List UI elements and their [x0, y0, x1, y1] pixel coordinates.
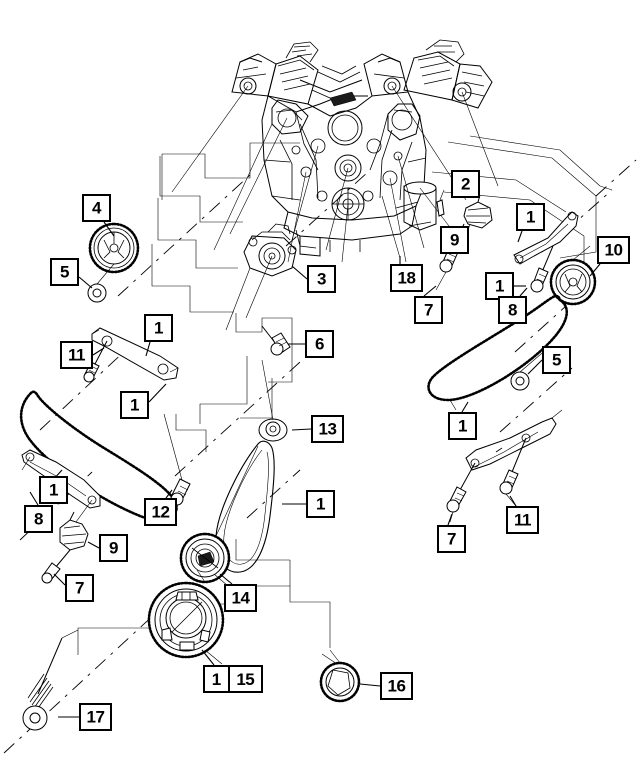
engine-leader-lines — [171, 85, 499, 331]
callout-number: 13 — [318, 419, 337, 438]
callout-number: 1 — [130, 395, 139, 414]
callout-6[interactable]: 6 — [305, 330, 334, 358]
part-13-idler — [258, 359, 288, 442]
callout-7-center[interactable]: 7 — [414, 296, 443, 324]
callout-number-secondary: 15 — [227, 667, 261, 691]
part-14-sprocket — [179, 445, 259, 587]
callout-number: 9 — [109, 538, 118, 557]
callout-11-right[interactable]: 11 — [506, 506, 539, 534]
callout-number: 11 — [514, 510, 531, 529]
callout-8-right[interactable]: 8 — [498, 296, 527, 324]
callout-number: 9 — [450, 230, 459, 249]
callout-18[interactable]: 18 — [390, 264, 423, 292]
callout-number: 8 — [34, 509, 43, 528]
callout-16[interactable]: 16 — [380, 672, 413, 700]
part-6-bolt — [261, 325, 291, 356]
callout-1-left-upper-guide[interactable]: 1 — [144, 314, 173, 342]
part-15-crankshaft-sprocket — [147, 569, 225, 665]
callout-17[interactable]: 17 — [79, 703, 112, 731]
callout-number: 4 — [92, 198, 101, 217]
callout-number: 1 — [154, 318, 163, 337]
part-16-crankshaft-seal — [319, 649, 361, 703]
callout-1-center-chain[interactable]: 1 — [306, 490, 335, 518]
part-4-camshaft-sprocket — [88, 222, 140, 274]
callout-number: 12 — [151, 502, 170, 521]
callout-1-right-upper[interactable]: 1 — [516, 203, 545, 231]
callout-number-primary: 1 — [211, 669, 221, 689]
callout-10[interactable]: 10 — [597, 236, 630, 264]
callout-number: 14 — [231, 588, 250, 607]
callout-number: 17 — [86, 707, 105, 726]
part-1-timing-chain-center — [215, 440, 275, 573]
part-5-washer-left — [87, 263, 115, 303]
callout-number: 18 — [397, 268, 416, 287]
callout-number: 7 — [75, 578, 84, 597]
callout-1-left-tensioner-arm[interactable]: 1 — [39, 476, 68, 504]
callout-number: 1 — [495, 276, 504, 295]
callout-number: 5 — [60, 262, 69, 281]
callout-8-left[interactable]: 8 — [24, 505, 53, 533]
part-1-chain-guide-left-upper — [91, 327, 179, 381]
part-11-bolt-left — [83, 340, 108, 383]
callout-number: 6 — [315, 334, 324, 353]
callout-number: 2 — [461, 174, 470, 193]
callout-9-right[interactable]: 9 — [440, 226, 469, 254]
callout-number: 1 — [316, 494, 325, 513]
callout-number: 11 — [68, 345, 85, 364]
part-10-camshaft-sprocket-right — [549, 245, 597, 306]
part-1-timing-chain-right — [427, 294, 569, 411]
callout-11-left[interactable]: 11 — [60, 341, 93, 369]
callout-1-15-combined[interactable]: 1 15 — [203, 665, 263, 693]
callout-number: 10 — [604, 240, 623, 259]
callout-5-right[interactable]: 5 — [542, 346, 571, 374]
part-5-washer-right — [510, 347, 549, 391]
callout-7-right[interactable]: 7 — [437, 525, 466, 553]
callout-number: 7 — [424, 300, 433, 319]
callout-number: 7 — [447, 529, 456, 548]
callout-number: 1 — [49, 480, 58, 499]
part-9-tensioner-left — [59, 499, 93, 551]
callout-number: 16 — [387, 676, 406, 695]
callout-5-left[interactable]: 5 — [50, 258, 79, 286]
part-18-leader — [381, 195, 401, 259]
callout-number: 5 — [552, 350, 561, 369]
part-7-bolt-right — [446, 462, 476, 523]
callout-4[interactable]: 4 — [82, 194, 111, 222]
part-8-pointer-left — [21, 456, 31, 471]
callout-number: 3 — [317, 269, 326, 288]
callout-9-left[interactable]: 9 — [99, 534, 128, 562]
part-17-long-bolt — [22, 629, 79, 731]
callout-14[interactable]: 14 — [224, 584, 257, 612]
part-8-bolt-right — [530, 245, 554, 293]
part-1-tensioner-arm-right-upper — [513, 211, 579, 265]
callout-number: 8 — [508, 300, 517, 319]
part-7-bolt-left — [41, 549, 71, 584]
part-1-chain-guide-right-lower — [465, 409, 563, 471]
callout-2[interactable]: 2 — [451, 170, 480, 198]
callout-1-left-guide-lower[interactable]: 1 — [120, 391, 149, 419]
part-2-bolt-small — [436, 189, 445, 217]
callout-3[interactable]: 3 — [307, 265, 336, 293]
part-11-bolt-right — [499, 437, 527, 507]
callout-number: 1 — [458, 416, 467, 435]
callout-12[interactable]: 12 — [144, 498, 177, 526]
callout-7-left[interactable]: 7 — [65, 574, 94, 602]
callout-number: 1 — [526, 207, 535, 226]
callout-1-right-chain[interactable]: 1 — [448, 412, 477, 440]
callout-13[interactable]: 13 — [311, 415, 344, 443]
